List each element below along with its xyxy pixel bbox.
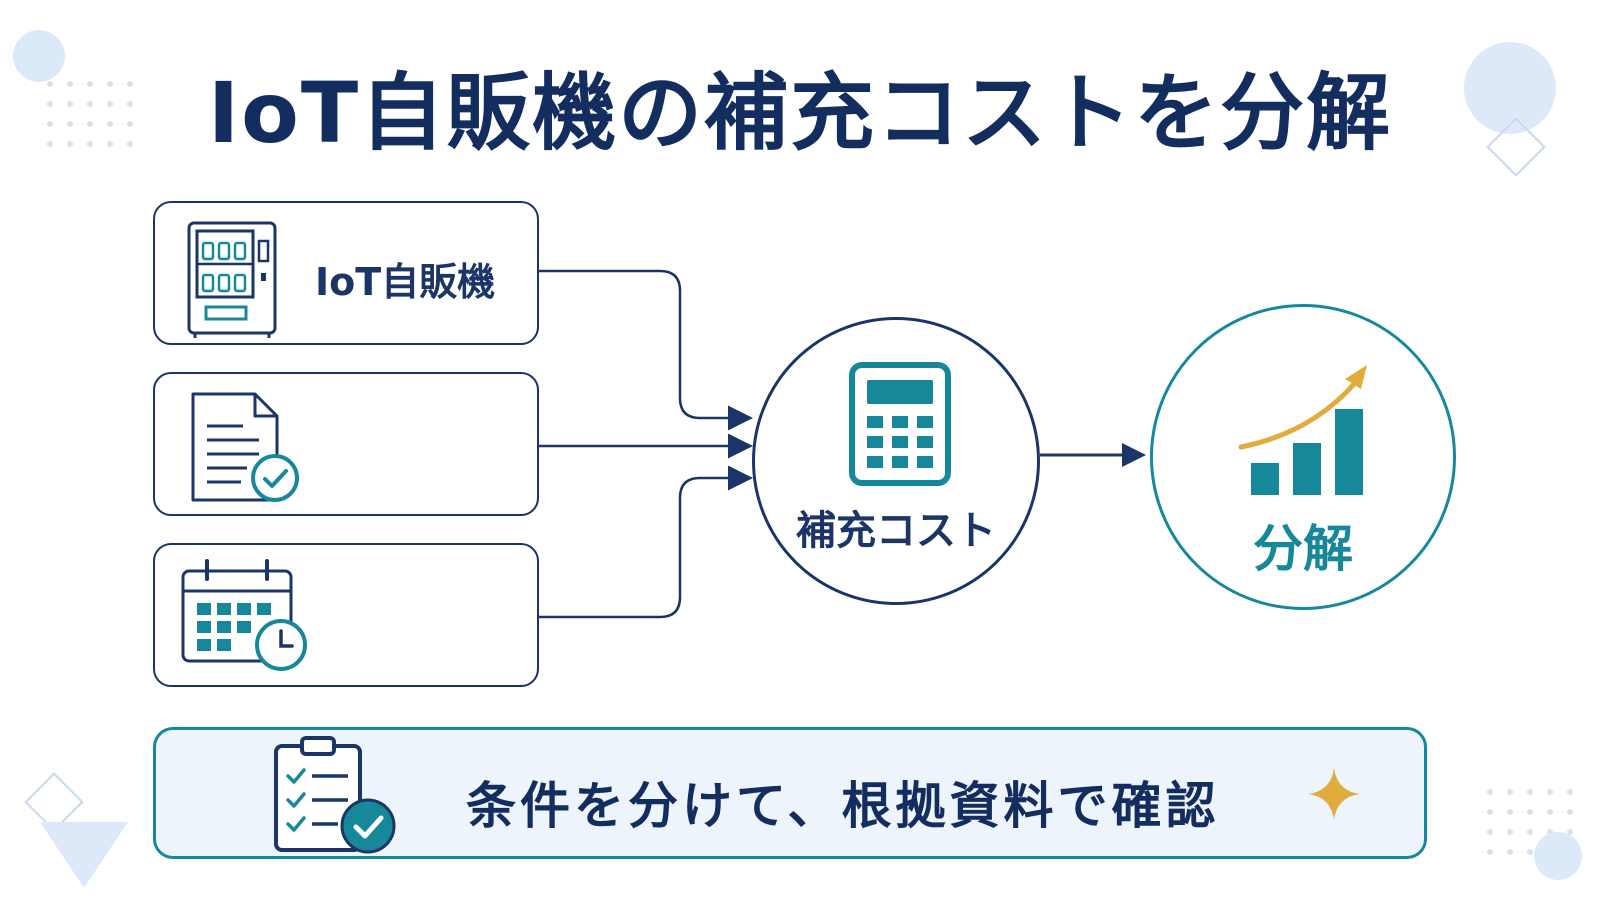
- input-card-document: [153, 372, 539, 516]
- deco-triangle-bottom-left: [40, 822, 128, 888]
- arrow-input3-to-center: [539, 465, 753, 619]
- conclusion-text: 条件を分けて、根拠資料で確認: [466, 777, 1220, 835]
- deco-circle-bottom-right: [1534, 832, 1582, 880]
- sparkle-icon: [1306, 766, 1362, 826]
- result-node-label: 分解: [1253, 520, 1353, 578]
- center-node-replenishment-cost: 補充コスト: [752, 317, 1040, 605]
- document-check-icon: [181, 382, 311, 514]
- clipboard-check-icon: [268, 732, 408, 864]
- arrow-input1-to-center: [539, 269, 753, 431]
- input-card-calendar: [153, 543, 539, 687]
- deco-diamond-bottom-left: [24, 772, 84, 832]
- center-node-label: 補充コスト: [796, 508, 996, 554]
- calendar-clock-icon: [181, 553, 321, 685]
- deco-dot-grid-top-left: [47, 81, 133, 147]
- deco-diamond-top-right: [1486, 117, 1546, 177]
- deco-circle-top-right: [1464, 42, 1556, 134]
- input-card-iot-vending: IoT自販機: [153, 201, 539, 345]
- conclusion-banner: 条件を分けて、根拠資料で確認: [153, 727, 1427, 859]
- growth-chart-icon: [1237, 357, 1387, 511]
- page-title: IoT自販機の補充コストを分解: [207, 64, 1393, 162]
- calculator-icon: [849, 362, 951, 490]
- vending-machine-icon: [181, 211, 277, 343]
- deco-circle-top-left: [13, 30, 65, 82]
- input-card-label: IoT自販機: [315, 260, 496, 304]
- result-node-breakdown: 分解: [1150, 304, 1456, 610]
